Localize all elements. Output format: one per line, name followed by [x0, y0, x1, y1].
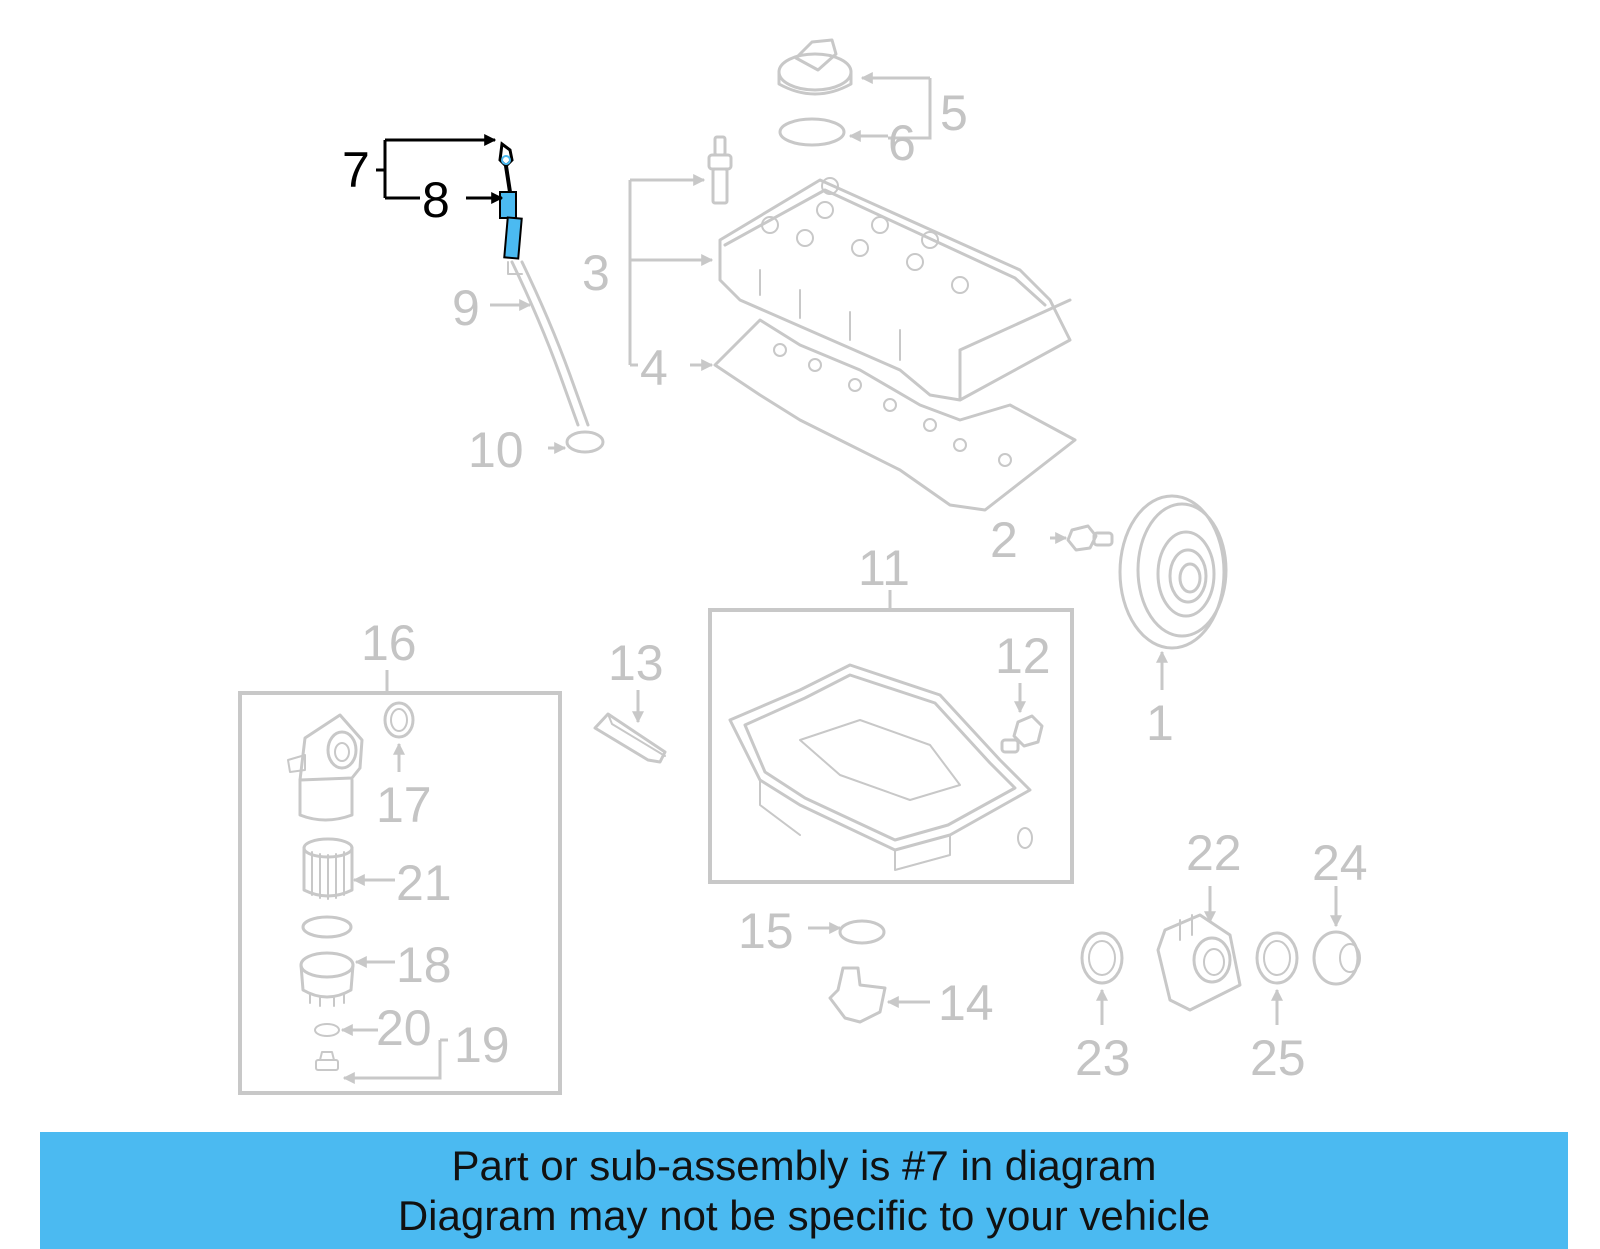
housing-o-ring-part — [383, 701, 415, 739]
banner-line-part-number: Part or sub-assembly is #7 in diagram — [451, 1141, 1157, 1189]
cooler-seal-left-inner — [1088, 940, 1116, 976]
callout-19: 19 — [454, 1017, 510, 1073]
callout-20: 20 — [376, 1000, 432, 1056]
callout-11: 11 — [858, 540, 910, 596]
cover-bolt-part — [707, 135, 733, 205]
info-banner: Part or sub-assembly is #7 in diagram Di… — [40, 1132, 1568, 1249]
callout-21: 21 — [396, 855, 452, 911]
callout-23: 23 — [1075, 1030, 1131, 1086]
drain-washer-part — [314, 1023, 340, 1037]
dipstick-tube-part-inner — [520, 260, 590, 427]
callout-2: 2 — [990, 512, 1018, 568]
callout-9: 9 — [452, 280, 480, 336]
callout-24: 24 — [1312, 835, 1368, 891]
callout-13: 13 — [608, 635, 664, 691]
callout-7: 7 — [342, 142, 370, 198]
oil-filler-cap-part — [777, 38, 853, 96]
filter-o-ring-part — [301, 915, 353, 939]
cap-seal-part — [778, 117, 846, 147]
oil-pan-part — [728, 663, 1033, 871]
oil-filter-box — [238, 691, 562, 1095]
leader-6 — [850, 78, 932, 138]
filter-housing-part — [287, 713, 364, 822]
gasket-bolt-holes — [773, 343, 1012, 467]
leader-19 — [342, 1040, 442, 1084]
banner-line-disclaimer: Diagram may not be specific to your vehi… — [397, 1191, 1211, 1239]
oil-cooler-part — [1156, 913, 1242, 1012]
leader-7-bracket — [376, 140, 420, 200]
callout-10: 10 — [468, 422, 524, 478]
callout-1: 1 — [1146, 695, 1174, 751]
dipstick-part-highlighted — [498, 141, 523, 260]
baffle-part — [593, 712, 667, 764]
callout-25: 25 — [1250, 1030, 1306, 1086]
tube-bracket — [507, 261, 523, 275]
callout-17: 17 — [376, 777, 432, 833]
callout-8: 8 — [422, 172, 450, 228]
cooler-seal-right-inner — [1263, 940, 1291, 976]
callout-6: 6 — [888, 115, 916, 171]
housing-o-ring-inner — [390, 708, 408, 732]
callout-16: 16 — [361, 615, 417, 671]
callout-15: 15 — [738, 903, 794, 959]
valve-cover-part — [718, 177, 1072, 402]
filter-element-part — [302, 837, 354, 900]
cover-gasket-part — [713, 318, 1077, 512]
tube-o-ring-part — [565, 430, 605, 454]
leader-3 — [628, 178, 712, 365]
crank-pulley-part — [1118, 494, 1228, 650]
callout-3: 3 — [582, 245, 610, 301]
pulley-bolt-part — [1066, 524, 1114, 552]
callout-12: 12 — [995, 628, 1051, 684]
callout-5: 5 — [940, 85, 968, 141]
oil-strainer-part — [828, 966, 887, 1024]
callout-14: 14 — [938, 975, 994, 1031]
drain-plug-part — [1000, 714, 1044, 754]
callout-18: 18 — [396, 937, 452, 993]
filter-drain-plug-part — [315, 1051, 339, 1071]
filter-cap-part — [299, 951, 355, 1007]
dipstick-tube-part — [510, 260, 580, 427]
callout-4: 4 — [640, 340, 668, 396]
cooler-seal-left-part — [1080, 931, 1124, 985]
callout-22: 22 — [1186, 825, 1242, 881]
cooler-bolt-part — [1312, 930, 1361, 986]
cooler-seal-right-part — [1255, 931, 1299, 985]
strainer-gasket-part — [838, 919, 886, 945]
